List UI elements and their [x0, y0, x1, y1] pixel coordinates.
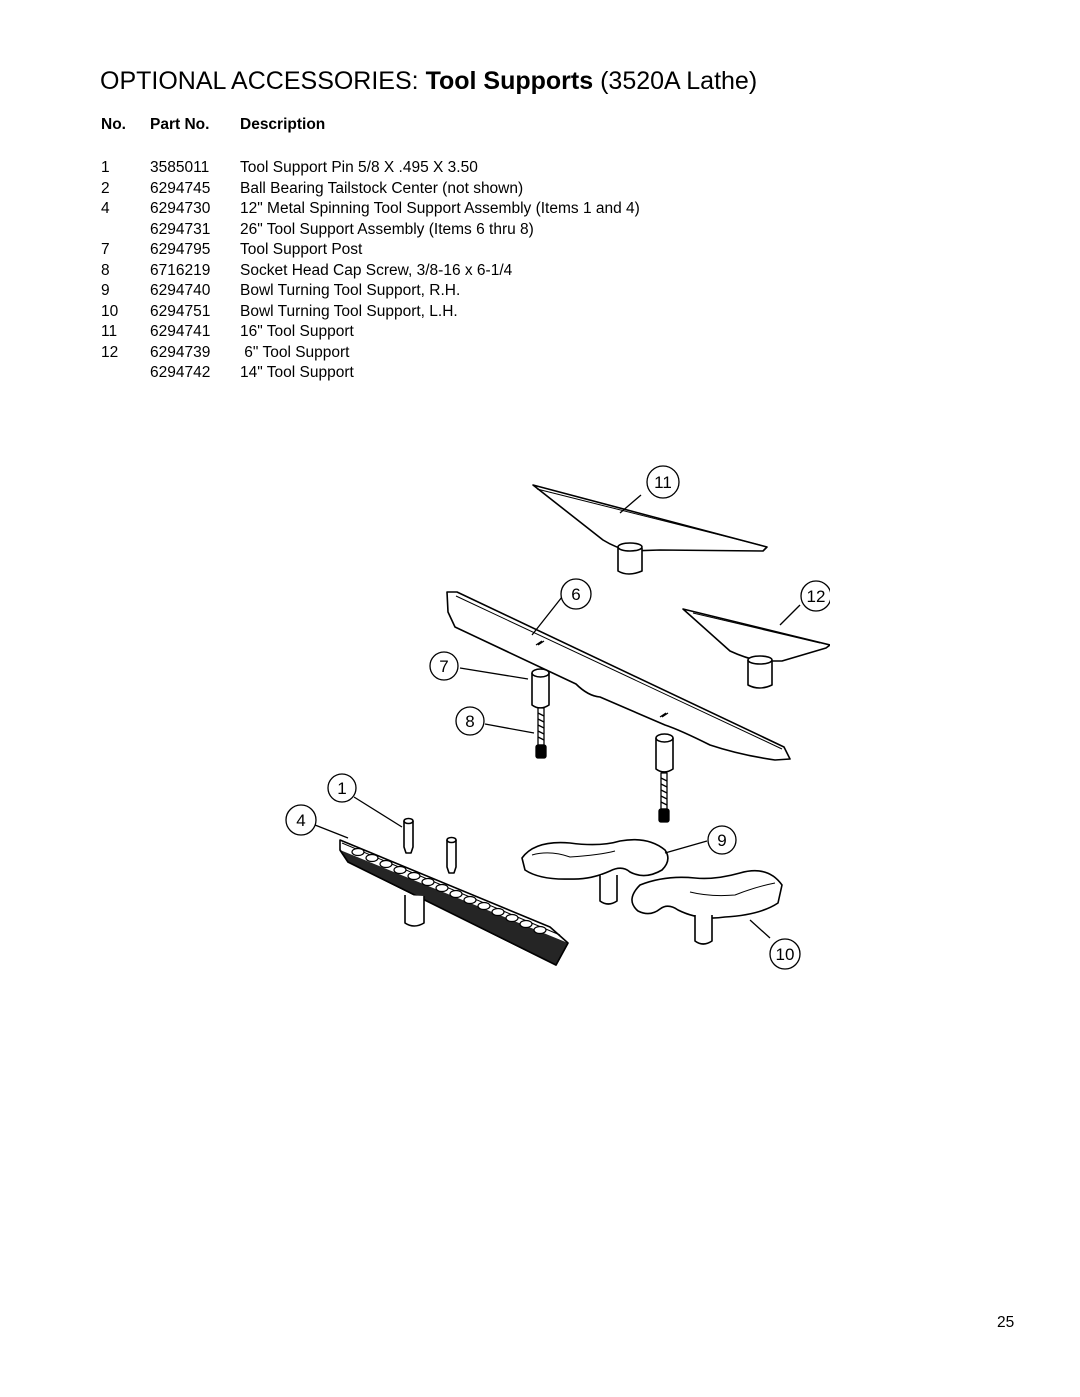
page-number: 25 — [997, 1314, 1015, 1331]
row-description: 16" Tool Support — [240, 323, 354, 340]
table-row: 4 6294730 12" Metal Spinning Tool Support … — [101, 200, 640, 221]
callout-1: 1 — [327, 773, 403, 828]
row-description: 26" Tool Support Assembly (Items 6 thru … — [240, 220, 534, 238]
table-row: 12 6294739 6" Tool Support — [101, 344, 640, 365]
row-part-no: 3585011 — [150, 159, 210, 176]
row-part-no: 6294742 — [150, 364, 211, 381]
table-row: 7 6294795 Tool Support Post — [101, 241, 640, 262]
parts-header-row: No. Part No. Description — [101, 116, 640, 140]
row-description: Tool Support Post — [240, 241, 363, 258]
part-11-tool-support-16 — [532, 484, 768, 575]
row-no: 2 — [101, 179, 110, 197]
callout-11: 11 — [619, 465, 680, 514]
row-description: Bowl Turning Tool Support, R.H. — [240, 282, 461, 299]
callout-4: 4 — [285, 804, 349, 839]
row-part-no: 6294795 — [150, 241, 211, 258]
row-no: 11 — [101, 323, 118, 340]
header-description: Description — [240, 116, 326, 133]
table-row: 11 6294741 16" Tool Support — [101, 323, 640, 344]
callout-8: 8 — [455, 706, 535, 736]
svg-text:7: 7 — [439, 657, 448, 676]
row-no: 4 — [101, 200, 110, 217]
svg-text:1: 1 — [337, 779, 346, 798]
table-row: 6294742 14" Tool Support — [101, 364, 640, 385]
callout-12: 12 — [779, 580, 830, 626]
row-part-no: 6294740 — [150, 282, 211, 299]
row-part-no: 6294741 — [150, 323, 211, 340]
table-row: 2 6294745 Ball Bearing Tailstock Center (n… — [101, 180, 640, 201]
row-part-no: 6294745 — [150, 179, 211, 197]
callout-9: 9 — [664, 825, 737, 855]
table-row: 9 6294740 Bowl Turning Tool Support, R.H. — [101, 282, 640, 303]
row-part-no: 6294731 — [150, 220, 211, 238]
row-no: 12 — [101, 343, 119, 361]
callout-6: 6 — [531, 578, 592, 636]
row-part-no: 6294730 — [150, 200, 211, 217]
svg-text:9: 9 — [717, 831, 726, 850]
row-no: 9 — [101, 282, 110, 299]
header-part-no: Part No. — [150, 116, 210, 133]
table-row: 10 6294751 Bowl Turning Tool Support, L.H. — [101, 303, 640, 324]
svg-text:8: 8 — [465, 712, 474, 731]
svg-text:4: 4 — [296, 811, 305, 830]
row-part-no: 6294739 — [150, 343, 211, 361]
row-no: 7 — [101, 241, 110, 258]
row-description: Tool Support Pin 5/8 X .495 X 3.50 — [240, 159, 478, 176]
header-no: No. — [101, 116, 126, 133]
table-row: 1 3585011 Tool Support Pin 5/8 X .495 X 3.… — [101, 159, 640, 180]
svg-text:10: 10 — [776, 945, 795, 964]
table-row: 6294731 26" Tool Support Assembly (Items … — [101, 221, 640, 242]
row-description: 12" Metal Spinning Tool Support Assembly… — [240, 200, 640, 217]
row-description: Bowl Turning Tool Support, L.H. — [240, 302, 458, 320]
row-description: Socket Head Cap Screw, 3/8-16 x 6-1/4 — [240, 261, 513, 279]
part-10-bowl-support-lh — [631, 869, 783, 945]
part-9-bowl-support-rh — [521, 838, 669, 905]
exploded-parts-diagram: 11 6 12 7 8 1 4 — [285, 465, 830, 970]
page-title: OPTIONAL ACCESSORIES: Tool Supports (352… — [100, 64, 757, 98]
row-part-no: 6716219 — [150, 261, 211, 279]
part-8-cap-screw — [535, 707, 670, 823]
part-4-metal-spinning-support — [339, 839, 569, 966]
row-no — [101, 364, 150, 385]
svg-text:12: 12 — [807, 587, 826, 606]
part-6-tool-support-26 — [446, 591, 791, 761]
row-part-no: 6294751 — [150, 302, 211, 320]
table-row: 8 6716219 Socket Head Cap Screw, 3/8-16 x … — [101, 262, 640, 283]
row-no — [101, 221, 150, 242]
part-12-tool-support-6 — [682, 608, 830, 689]
title-suffix: (3520A Lathe) — [600, 67, 758, 95]
row-description: 6" Tool Support — [240, 343, 350, 361]
callout-7: 7 — [429, 651, 529, 681]
row-no: 8 — [101, 261, 110, 279]
row-no: 10 — [101, 302, 119, 320]
svg-text:11: 11 — [654, 473, 672, 492]
title-bold: Tool Supports — [425, 67, 594, 95]
row-description: 14" Tool Support — [240, 364, 354, 381]
part-1-tool-support-pin — [403, 817, 457, 874]
svg-text:6: 6 — [571, 585, 580, 604]
callout-10: 10 — [749, 919, 801, 970]
row-description: Ball Bearing Tailstock Center (not shown… — [240, 179, 524, 197]
row-no: 1 — [101, 159, 110, 176]
title-prefix: OPTIONAL ACCESSORIES: — [100, 67, 419, 95]
